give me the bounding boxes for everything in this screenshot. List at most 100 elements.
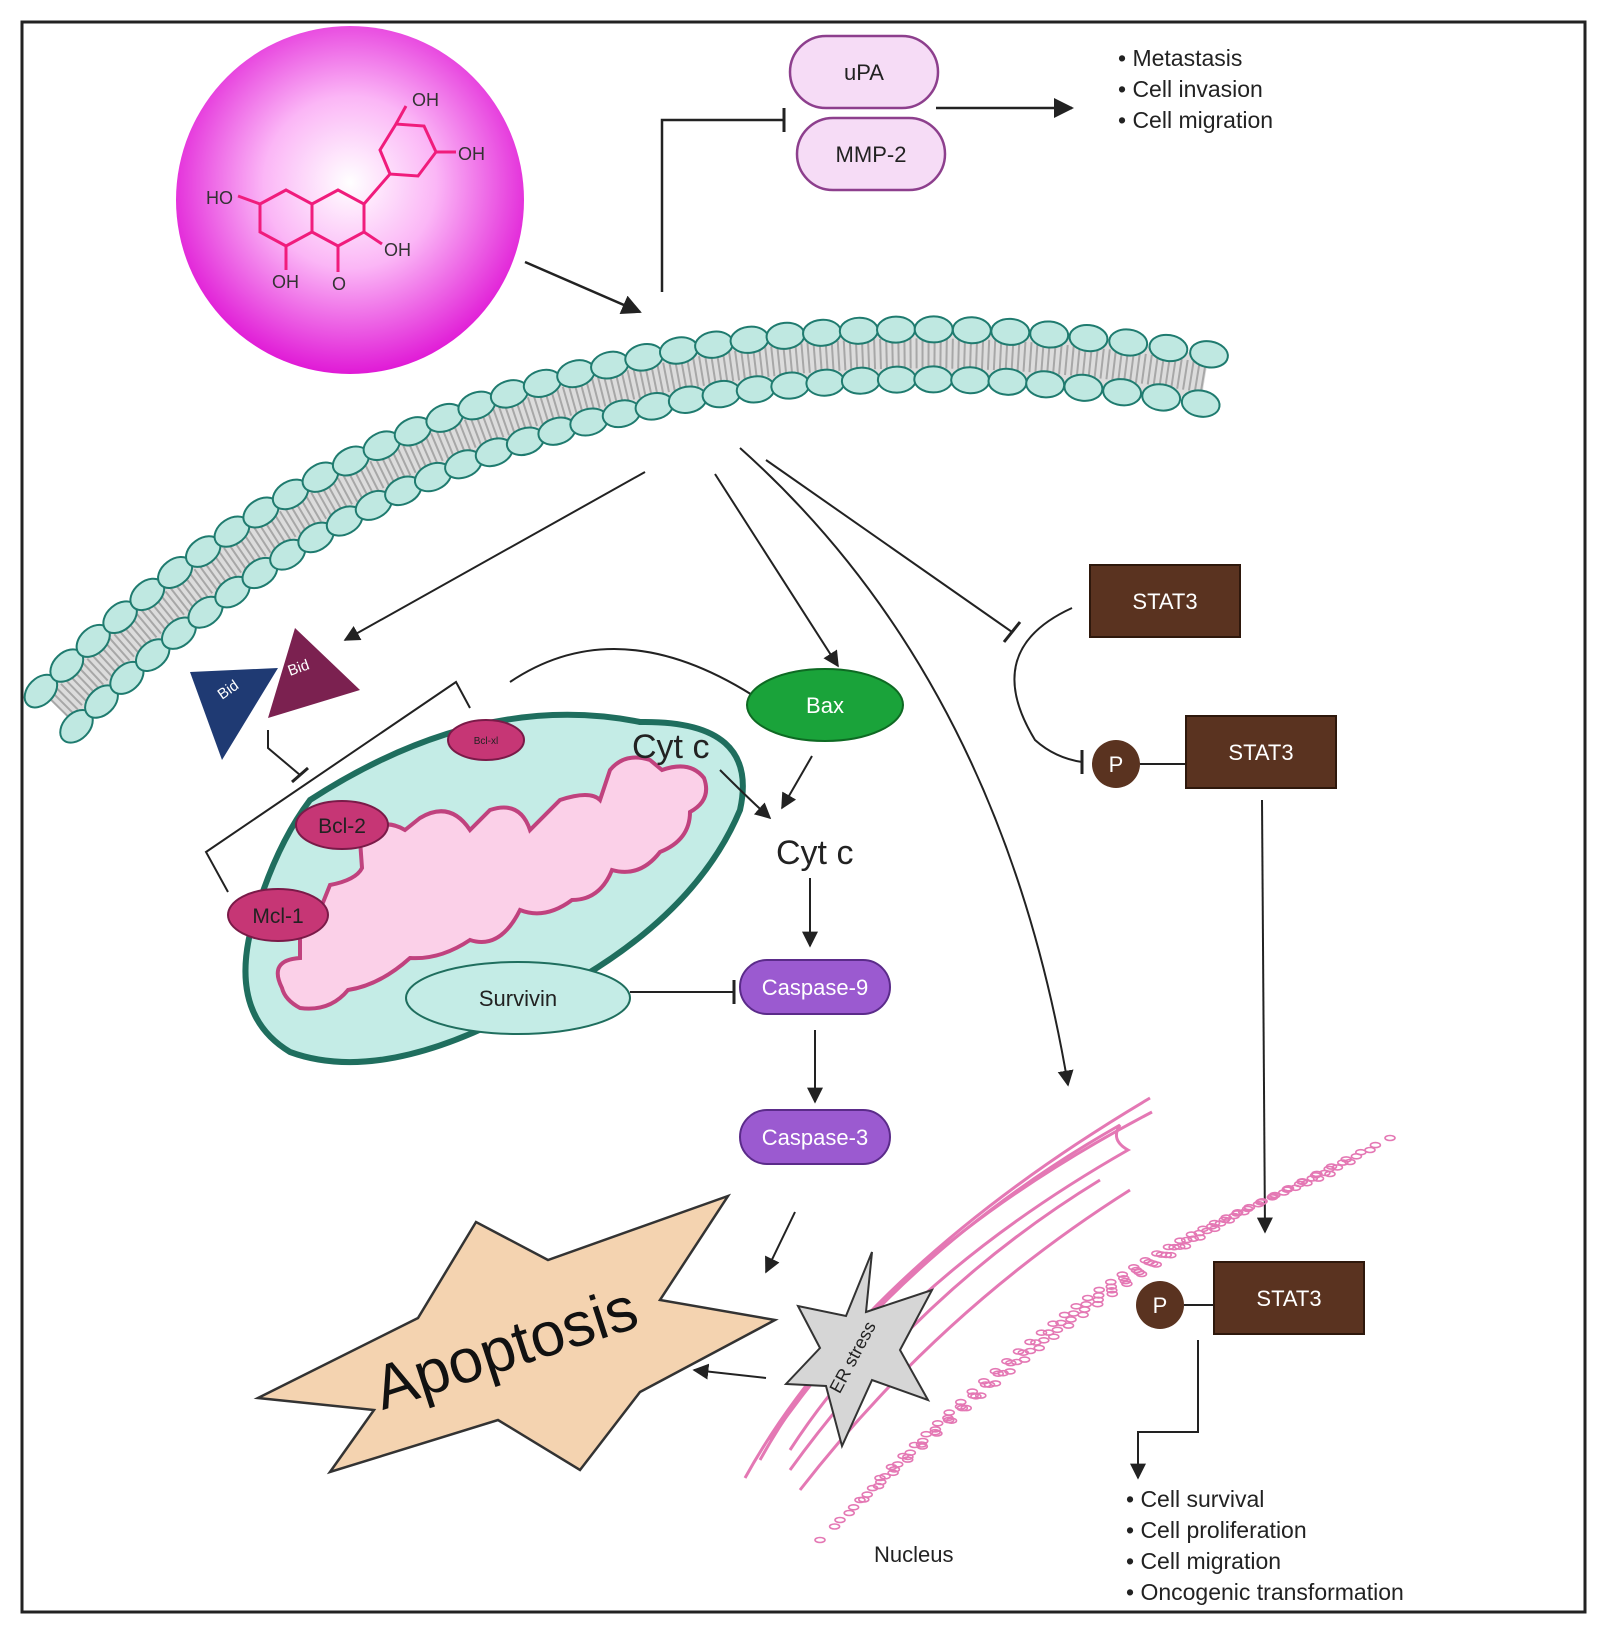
ribosome-dot	[1231, 1209, 1244, 1216]
ribosome-dot	[861, 1491, 874, 1498]
ribosome-dot	[1179, 1242, 1192, 1250]
ribosome-dot	[1331, 1164, 1344, 1171]
arrow-to-bax	[714, 473, 839, 668]
mcl1-label: Mcl-1	[252, 905, 303, 928]
ribosome-dot	[977, 1378, 990, 1385]
ribosome-dot	[1243, 1203, 1255, 1211]
inhibit-upa-mmp2	[660, 118, 784, 292]
ribosome-dot	[979, 1381, 992, 1388]
ribosome-dot	[866, 1484, 879, 1492]
inhibit-stat3	[765, 459, 1013, 633]
ribosome-dot	[874, 1474, 886, 1482]
cyt-c-outer-label: Cyt c	[776, 834, 853, 872]
arrow-caspase3-to-apoptosis	[765, 1211, 796, 1274]
ribosome-dot	[1180, 1236, 1193, 1244]
ribosome-dot	[847, 1504, 860, 1511]
ribosome-dot	[1055, 1319, 1067, 1327]
ribosome-dot	[1306, 1175, 1319, 1182]
ribosome-dot	[1255, 1198, 1267, 1206]
upa-node: uPA	[788, 34, 940, 110]
ribosome-dot	[1289, 1184, 1302, 1192]
compound-sphere	[176, 26, 524, 374]
ribosome-dot	[1173, 1243, 1186, 1250]
ribosome-dot	[920, 1430, 933, 1438]
ribosome-dot	[854, 1496, 866, 1504]
lipid-head	[1141, 383, 1182, 412]
substituent-oh-3: OH	[384, 240, 411, 260]
stat3-label-3: STAT3	[1256, 1286, 1321, 1311]
ribosome-dot	[1051, 1326, 1064, 1334]
cell-membrane	[23, 315, 1229, 744]
inhibit-bcl-family	[267, 730, 301, 776]
ribosome-dot	[943, 1409, 956, 1416]
molecule-structure	[237, 105, 456, 272]
caspase3-node: Caspase-3	[739, 1109, 891, 1165]
ribosome-dot	[1116, 1271, 1129, 1278]
bax-label: Bax	[806, 693, 844, 718]
ribosome-dot	[1035, 1329, 1048, 1336]
stat3-label-2: STAT3	[1228, 740, 1293, 765]
ribosome-dot	[1065, 1316, 1077, 1323]
bcl2-node: Bcl-2	[295, 800, 389, 850]
stat3-node-1: STAT3	[1089, 564, 1241, 638]
ribosome-dot	[1185, 1231, 1198, 1238]
er-stress-star: ER stress	[783, 1251, 935, 1449]
lipid-head	[1180, 389, 1221, 418]
ribosome-dot	[843, 1509, 856, 1517]
lipid-head	[951, 316, 992, 345]
ribosome-dot	[1081, 1294, 1094, 1302]
survivin-label: Survivin	[479, 986, 557, 1011]
outcome-item: • Cell survival	[1126, 1486, 1264, 1512]
ribosome-dot	[966, 1388, 979, 1395]
arrow-to-cell-survival	[1130, 1340, 1199, 1480]
ribosome-dot	[1312, 1175, 1325, 1182]
caspase9-node: Caspase-9	[739, 959, 891, 1015]
ribosome-dot	[1001, 1358, 1013, 1365]
lipid-head	[1108, 328, 1149, 357]
lipid-head	[838, 316, 879, 345]
ribosome-dot	[887, 1469, 899, 1477]
upa-label: uPA	[844, 60, 884, 85]
ribosome-dot	[834, 1516, 846, 1524]
membrane-outer-heads	[23, 315, 1229, 709]
arrow-to-er	[739, 447, 1074, 1087]
caspase3-label: Caspase-3	[762, 1125, 868, 1150]
ribosome-dot	[1151, 1250, 1163, 1257]
ribosome-dot	[1106, 1287, 1118, 1294]
arrow-to-nuclear-stat3	[1256, 799, 1273, 1234]
caspase9-label: Caspase-9	[762, 975, 868, 1000]
ribosome-dot	[1042, 1329, 1055, 1336]
ribosome-dot	[1278, 1189, 1290, 1196]
ribosome-dot	[1256, 1198, 1268, 1205]
ribosome-dot	[1350, 1153, 1363, 1160]
rough-er-ribosomes	[814, 1134, 1396, 1544]
lipid-head	[913, 315, 954, 344]
ribosome-dot	[989, 1367, 1002, 1375]
lipid-head	[1068, 324, 1109, 353]
ribosome-dot	[1174, 1237, 1186, 1244]
outcome-item: • Cell invasion	[1118, 76, 1263, 102]
ribosome-dot	[1012, 1348, 1025, 1355]
membrane-inner-heads	[59, 365, 1221, 744]
mitochondrion	[242, 711, 746, 1066]
ribosome-dot	[931, 1420, 944, 1427]
substituent-oh-1: OH	[412, 90, 439, 110]
p-stat3-node-2: P STAT3	[1136, 1261, 1365, 1335]
arrow-cytc-release	[719, 769, 772, 820]
bid-triangle-blue: Bid	[190, 668, 278, 760]
ribosome-dot	[1301, 1179, 1313, 1187]
ribosome-dot	[828, 1523, 841, 1530]
inhibit-bar-stat3	[1002, 621, 1022, 643]
ribosome-dot	[874, 1478, 887, 1486]
ribosome-dot	[1139, 1257, 1152, 1264]
arrow-er-stress-to-apoptosis	[692, 1363, 767, 1380]
ribosome-dot	[897, 1452, 909, 1460]
ribosome-dot	[1128, 1264, 1140, 1271]
ribosome-dot	[908, 1441, 921, 1449]
outcomes-bottom-list: • Cell survival• Cell proliferation• Cel…	[1126, 1486, 1404, 1605]
lipid-head	[1189, 340, 1229, 369]
inhibit-phospho-curve	[1013, 607, 1083, 763]
lipid-head	[1148, 333, 1189, 363]
p-stat3-node-1: P STAT3	[1092, 715, 1337, 789]
